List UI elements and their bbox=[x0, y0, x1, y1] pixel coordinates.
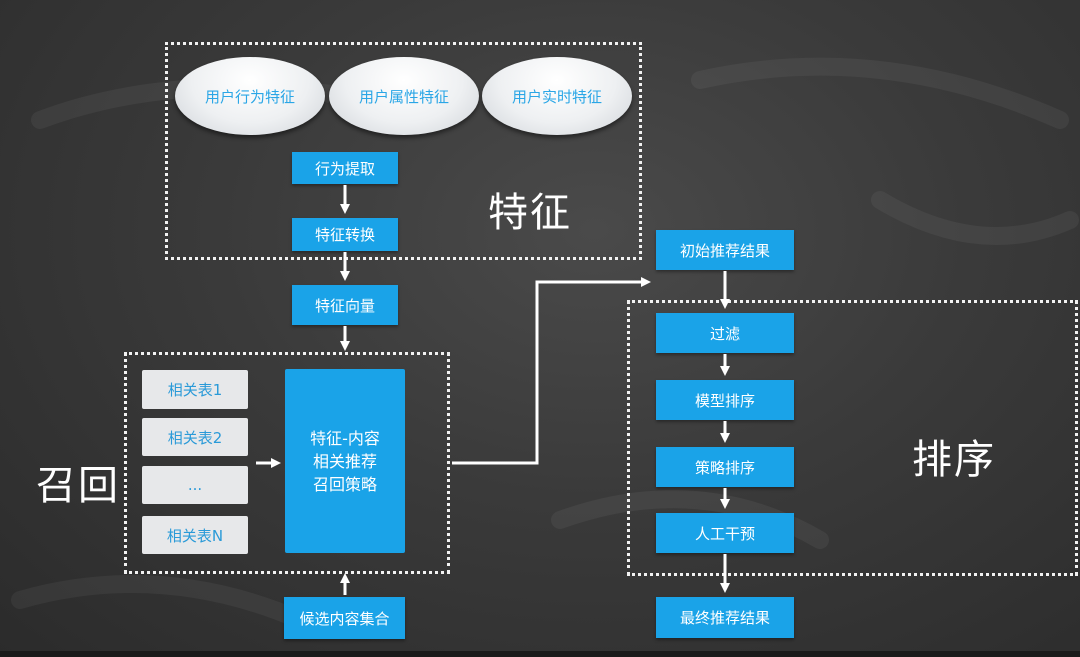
initial-result-box: 初始推荐结果 bbox=[656, 230, 794, 270]
strategy-line-3: 召回策略 bbox=[312, 474, 377, 494]
related-table-ellipsis: ... bbox=[142, 466, 248, 504]
recall-strategy-box: 特征-内容 相关推荐 召回策略 bbox=[285, 369, 405, 553]
strategy-line-2: 相关推荐 bbox=[312, 451, 377, 471]
user-behavior-feature: 用户行为特征 bbox=[175, 57, 325, 135]
ranking-label: 排序 bbox=[912, 437, 996, 483]
manual-intervention-box: 人工干预 bbox=[656, 513, 794, 553]
feature-vector-box: 特征向量 bbox=[292, 285, 398, 325]
strategy-line-1: 特征-内容 bbox=[310, 428, 380, 448]
recall-label: 召回 bbox=[36, 463, 120, 509]
candidate-set-box: 候选内容集合 bbox=[284, 597, 405, 639]
behavior-extraction-box: 行为提取 bbox=[292, 152, 398, 184]
final-result-box: 最终推荐结果 bbox=[656, 597, 794, 638]
feature-region bbox=[165, 42, 642, 260]
ranking-region bbox=[627, 300, 1078, 576]
recall-region bbox=[124, 352, 450, 574]
user-realtime-feature: 用户实时特征 bbox=[482, 57, 632, 135]
filter-box: 过滤 bbox=[656, 313, 794, 353]
related-table-1: 相关表1 bbox=[142, 370, 248, 409]
related-table-2: 相关表2 bbox=[142, 418, 248, 456]
user-attribute-feature: 用户属性特征 bbox=[329, 57, 479, 135]
strategy-ranking-box: 策略排序 bbox=[656, 447, 794, 487]
arrow-recall-to-initial bbox=[452, 277, 651, 465]
feature-label: 特征 bbox=[488, 190, 572, 236]
related-table-n: 相关表N bbox=[142, 516, 248, 554]
bottom-edge bbox=[0, 651, 1080, 657]
feature-transform-box: 特征转换 bbox=[292, 218, 398, 251]
model-ranking-box: 模型排序 bbox=[656, 380, 794, 420]
